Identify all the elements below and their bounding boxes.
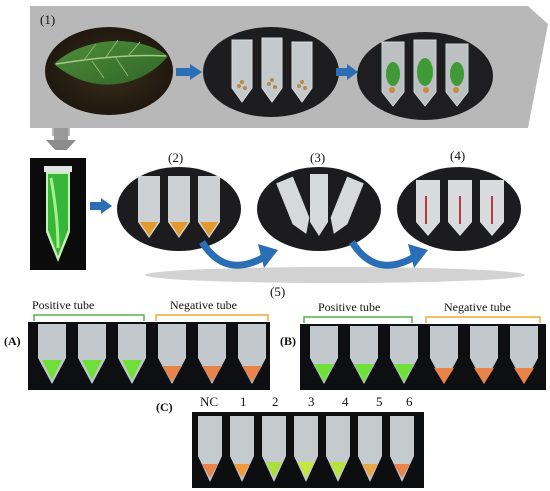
panel-b-brackets [303,316,541,323]
step3-tubes-photo [257,167,381,251]
right-arrow-icon [336,64,358,80]
panel-c-label: (C) [156,400,173,414]
panel-a-positive-label: Positive tube [32,298,95,312]
tube-label-6: 6 [406,394,413,409]
tube-label-1: 1 [240,394,247,409]
tube-label-2: 2 [272,394,279,409]
step2-tubes-photo [117,167,241,251]
step1-label: (1) [40,12,56,27]
curved-arrow-icon [349,240,428,269]
panel-a-label: (A) [4,334,21,348]
curved-arrow-icon [199,240,278,269]
floor-shadow [145,267,525,283]
right-arrow-icon [176,64,202,80]
tube-label-4: 4 [342,394,349,409]
right-arrow-icon [90,198,112,214]
step3-label: (3) [310,150,326,165]
step4-tubes-photo [397,167,521,251]
green-tube-photo [30,158,86,270]
panel-b-photo [300,324,546,390]
panel-b-negative-label: Negative tube [444,300,511,314]
leaf-photo [45,27,173,115]
step4-label: (4) [450,148,466,163]
tubes-sprouts-photo [357,32,493,120]
tube-label-3: 3 [308,394,315,409]
panel-b-positive-label: Positive tube [318,300,381,314]
panel-a-photo [28,322,270,390]
tubes-seeds-photo [203,27,339,117]
step5-label: (5) [270,284,286,299]
panel-b-label: (B) [280,334,296,348]
panel-c-tube-labels: NC 1 2 3 4 5 6 [196,394,418,410]
panel-a-brackets [33,314,269,321]
step2-label: (2) [168,150,184,165]
tube-label-nc: NC [200,394,219,409]
panel-a-negative-label: Negative tube [170,298,237,312]
tube-label-5: 5 [376,394,383,409]
panel-c-photo [192,412,424,488]
